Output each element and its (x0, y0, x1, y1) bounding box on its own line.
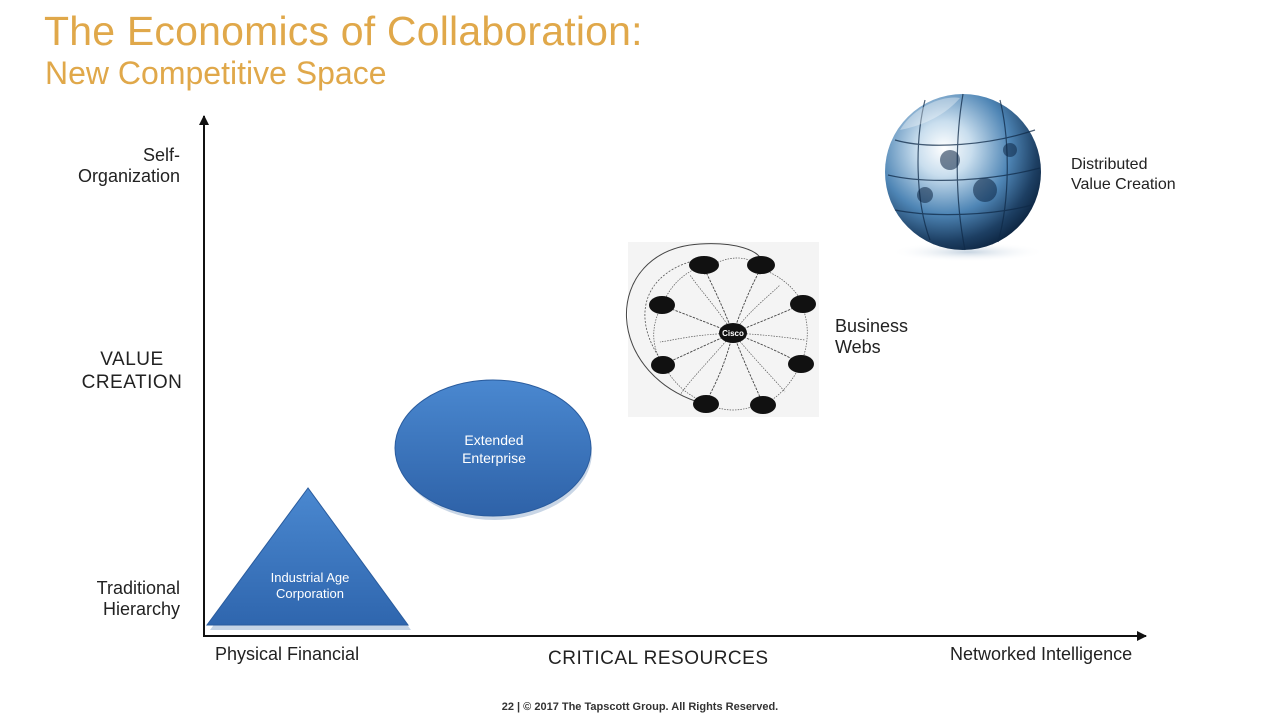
y-label-bottom-line1: Traditional (96, 578, 180, 598)
y-axis-title-line2: CREATION (81, 372, 183, 393)
y-label-top-line2: Organization (77, 166, 180, 186)
business-web-network: Cisco (625, 242, 819, 417)
y-label-bottom: Traditional Hierarchy (60, 578, 180, 620)
y-axis-title: VALUE CREATION (72, 348, 192, 394)
industrial-age-label-line1: Industrial Age (270, 570, 350, 585)
extended-enterprise-label: Extended Enterprise (434, 431, 554, 467)
distributed-value-label: Distributed Value Creation (1071, 155, 1176, 195)
globe-puzzle-image (885, 93, 1046, 262)
extended-enterprise-label-line2: Enterprise (462, 450, 526, 466)
industrial-age-triangle (206, 487, 411, 630)
industrial-age-label: Industrial Age Corporation (250, 570, 370, 602)
y-label-top: Self- Organization (60, 145, 180, 187)
x-label-left: Physical Financial (215, 644, 360, 664)
slide-subtitle: New Competitive Space (45, 55, 387, 91)
x-axis-title: CRITICAL RESOURCES (548, 648, 769, 669)
slide-title: The Economics of Collaboration: (44, 8, 643, 54)
y-label-bottom-line2: Hierarchy (102, 599, 180, 619)
network-hub-label: Cisco (722, 329, 744, 338)
extended-enterprise-label-line1: Extended (464, 432, 524, 448)
business-webs-label-line1: Business (835, 316, 909, 336)
business-webs-label-line2: Webs (835, 337, 881, 357)
business-webs-label: Business Webs (835, 316, 908, 358)
industrial-age-label-line2: Corporation (276, 586, 344, 601)
distributed-value-label-line2: Value Creation (1071, 176, 1176, 193)
distributed-value-label-line1: Distributed (1071, 156, 1148, 173)
extended-enterprise-ellipse (394, 379, 592, 520)
y-axis-title-line1: VALUE (100, 349, 164, 370)
x-label-right: Networked Intelligence (950, 644, 1133, 664)
footer-copyright: 22 | © 2017 The Tapscott Group. All Righ… (501, 701, 779, 713)
y-label-top-line1: Self- (142, 145, 180, 165)
